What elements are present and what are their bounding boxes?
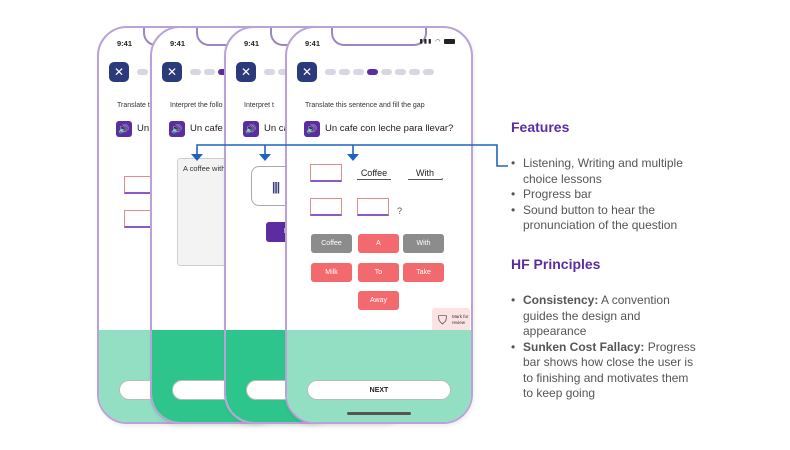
question-mark: ? xyxy=(397,206,403,216)
speaker-icon[interactable]: 🔊 xyxy=(243,121,259,137)
question-sentence: Un xyxy=(137,123,150,134)
option-take[interactable]: Take xyxy=(403,263,444,282)
status-time: 9:41 xyxy=(244,39,260,48)
filled-word[interactable]: Coffee xyxy=(357,168,391,180)
status-icons: ▮▮▮ ◠ xyxy=(419,38,455,45)
punctuation-comma: , xyxy=(441,171,444,181)
features-list-item: Progress bar xyxy=(511,187,691,203)
next-button[interactable]: NEXT xyxy=(307,380,451,400)
principles-list-item: Consistency: A convention guides the des… xyxy=(511,293,701,340)
speaker-icon[interactable]: 🔊 xyxy=(169,121,185,137)
option-to[interactable]: To xyxy=(358,263,399,282)
answer-blank[interactable] xyxy=(357,198,389,216)
filled-word[interactable]: With xyxy=(408,168,442,180)
option-milk[interactable]: Milk xyxy=(311,263,352,282)
signal-icon: ▮▮▮ xyxy=(419,39,433,45)
features-list: Listening, Writing and multiple choice l… xyxy=(511,156,691,234)
features-heading: Features xyxy=(511,119,570,135)
principle-term: Sunken Cost Fallacy: xyxy=(523,339,645,354)
close-icon[interactable]: ✕ xyxy=(297,62,317,82)
mark-for-review-label: Mark for review xyxy=(452,314,469,325)
close-icon[interactable]: ✕ xyxy=(109,62,129,82)
option-with[interactable]: With xyxy=(403,234,444,253)
answer-text: A coffee with xyxy=(183,164,226,173)
phone-notch xyxy=(331,28,427,46)
status-time: 9:41 xyxy=(170,39,186,48)
bottom-panel: NEXT xyxy=(287,330,471,422)
progress-bar xyxy=(190,69,229,75)
speaker-icon[interactable]: 🔊 xyxy=(304,121,320,137)
instruction-text: Interpret the follo xyxy=(170,102,223,109)
waveform-icon: ||| xyxy=(272,180,280,194)
mark-for-review-button[interactable]: ⛉ Mark for review xyxy=(432,308,470,334)
principle-description: Progress bar shows how close the user is… xyxy=(523,339,696,401)
question-sentence: Un cafe con leche para llevar? xyxy=(325,123,454,134)
principles-list: Consistency: A convention guides the des… xyxy=(511,293,701,402)
status-time: 9:41 xyxy=(305,39,321,48)
instruction-text: Interpret t xyxy=(244,102,274,109)
features-list-item: Listening, Writing and multiple choice l… xyxy=(511,156,691,187)
battery-icon xyxy=(444,38,455,44)
status-time: 9:41 xyxy=(117,39,133,48)
close-icon[interactable]: ✕ xyxy=(162,62,182,82)
option-a[interactable]: A xyxy=(358,234,399,253)
principle-term: Consistency: xyxy=(523,293,599,307)
question-sentence: Un cafe xyxy=(264,123,297,134)
phone-screen-4: 9:41 ▮▮▮ ◠ ✕ Translate this sentence and… xyxy=(285,26,473,424)
option-coffee[interactable]: Coffee xyxy=(311,234,352,253)
question-sentence: Un cafe xyxy=(190,123,223,134)
features-list-item: Sound button to hear the pronunciation o… xyxy=(511,203,691,234)
principle-description: A convention guides the design and appea… xyxy=(523,293,670,338)
home-indicator xyxy=(347,412,411,415)
wifi-icon: ◠ xyxy=(435,39,442,45)
instruction-text: Translate this sentence and fill the gap xyxy=(305,102,425,109)
progress-bar xyxy=(325,69,434,75)
speaker-icon[interactable]: 🔊 xyxy=(116,121,132,137)
option-away[interactable]: Away xyxy=(358,291,399,310)
answer-blank[interactable] xyxy=(310,164,342,182)
bookmark-icon: ⛉ xyxy=(438,313,448,327)
principles-list-item: Sunken Cost Fallacy: Progress bar shows … xyxy=(511,340,701,402)
instruction-text: Translate t xyxy=(117,102,150,109)
close-icon[interactable]: ✕ xyxy=(236,62,256,82)
answer-blank[interactable] xyxy=(310,198,342,216)
principles-heading: HF Principles xyxy=(511,256,601,272)
